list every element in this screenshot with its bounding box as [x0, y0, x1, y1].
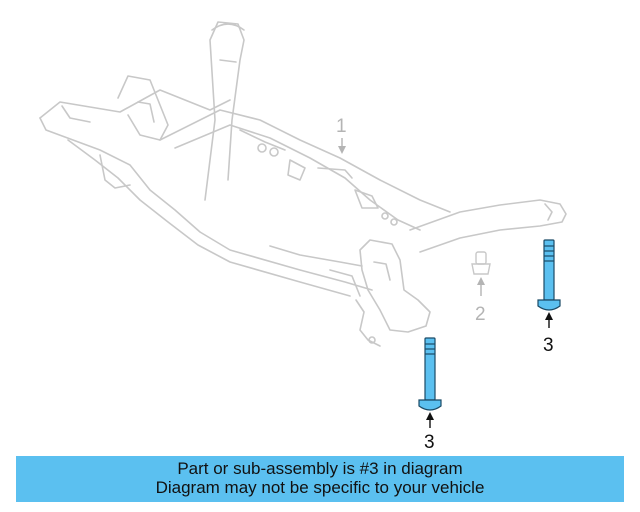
callout-3-right: 3 — [543, 312, 554, 356]
banner-line-2: Diagram may not be specific to your vehi… — [155, 478, 485, 497]
callout-3-left-number: 3 — [424, 432, 435, 453]
banner-line-1: Part or sub-assembly is #3 in diagram — [177, 459, 463, 478]
callout-3-right-number: 3 — [543, 335, 554, 356]
callout-2: 2 — [475, 277, 486, 325]
callout-1-number: 1 — [336, 116, 347, 137]
info-banner: Part or sub-assembly is #3 in diagram Di… — [16, 456, 624, 502]
callout-2-number: 2 — [475, 304, 486, 325]
subframe-drawing — [39, 21, 567, 347]
part-3-bolt-right — [537, 239, 561, 311]
part-3-bolt-left — [418, 337, 442, 411]
part-2-bolt — [471, 251, 491, 275]
callout-3-left: 3 — [424, 412, 435, 453]
callout-1: 1 — [336, 116, 347, 154]
